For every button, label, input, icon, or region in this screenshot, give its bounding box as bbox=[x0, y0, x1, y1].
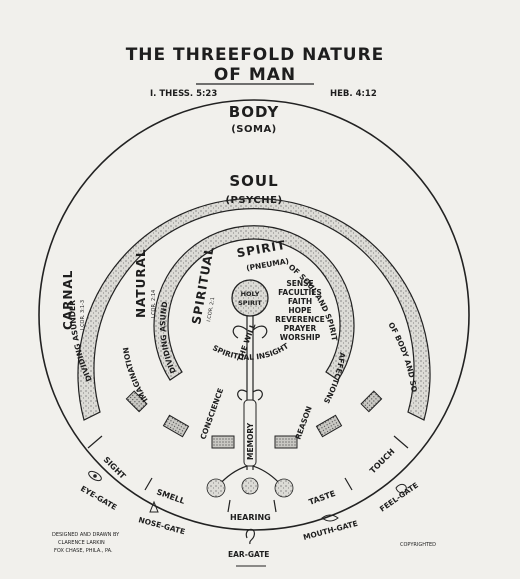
root-node-center bbox=[241, 477, 259, 495]
spiritual-ref: I.COR. 2:1 bbox=[206, 297, 216, 323]
soul-spirit-divider-band bbox=[153, 225, 355, 381]
holy-spirit-line-1: HOLY bbox=[241, 290, 260, 298]
stem-leaves-upper bbox=[232, 325, 268, 339]
title-line-1: THE THREEFOLD NATURE bbox=[126, 45, 385, 65]
gate-nose: NOSE-GATE bbox=[137, 515, 186, 536]
faculty-hope: HOPE bbox=[288, 306, 311, 315]
sense-taste: TASTE bbox=[308, 489, 337, 507]
sense-hearing: HEARING bbox=[230, 513, 271, 522]
outer-right-block bbox=[360, 390, 383, 413]
gate-ear: EAR-GATE bbox=[228, 550, 269, 559]
holy-spirit-line-2: SPIRIT bbox=[238, 299, 262, 307]
reason-label: REASON bbox=[293, 405, 313, 441]
nose-icon bbox=[149, 500, 159, 513]
faculty-faith: FAITH bbox=[288, 297, 312, 306]
memory-column bbox=[243, 399, 257, 467]
imagination-block bbox=[162, 414, 190, 438]
sense-smell: SMELL bbox=[155, 487, 186, 506]
faculty-prayer: PRAYER bbox=[284, 324, 317, 333]
root-node-right bbox=[274, 478, 294, 498]
holy-spirit-circle bbox=[231, 279, 269, 317]
ref-hebrews: HEB. 4:12 bbox=[330, 89, 377, 99]
gate-notches bbox=[87, 435, 409, 513]
faculty-worship: WORSHIP bbox=[280, 333, 321, 342]
memory-label: MEMORY bbox=[246, 422, 255, 460]
affections-block bbox=[315, 414, 343, 438]
faculty-faculties: FACULTIES bbox=[278, 288, 322, 297]
carnal-ref: I.COR. 3:1-3 bbox=[80, 300, 86, 330]
spiritual-insight: SPIRITUAL INSIGHT bbox=[211, 341, 291, 362]
spirit-sub-label: (PNEUMA) bbox=[246, 256, 290, 272]
conscience-block bbox=[211, 435, 235, 449]
body-circle bbox=[38, 99, 470, 531]
ref-thessalonians: I. THESS. 5:23 bbox=[150, 89, 217, 99]
outer-left-block bbox=[125, 390, 148, 413]
soul-label: SOUL bbox=[229, 172, 278, 190]
soul-sub-label: (PSYCHE) bbox=[225, 195, 282, 206]
natural-label: NATURAL bbox=[134, 248, 148, 318]
sense-touch: TOUCH bbox=[368, 447, 397, 476]
eye-icon bbox=[88, 470, 102, 482]
ear-icon bbox=[245, 528, 255, 545]
conscience-label: CONSCIENCE bbox=[198, 387, 225, 441]
mouth-icon bbox=[321, 514, 339, 522]
faculty-reverence: REVERENCE bbox=[275, 315, 325, 324]
gate-eye: EYE-GATE bbox=[79, 484, 119, 512]
body-soul-divider-band bbox=[77, 197, 431, 421]
carnal-label: CARNAL bbox=[61, 270, 75, 330]
natural-ref: I.COR. 2:14 bbox=[151, 290, 157, 318]
spiritual-insight-path: SPIRITUAL INSIGHT bbox=[211, 341, 291, 362]
faculty-sense: SENSE bbox=[286, 279, 313, 288]
title-line-2: OF MAN bbox=[214, 65, 296, 85]
hand-icon bbox=[395, 483, 407, 494]
stem-leaves-middle bbox=[237, 389, 263, 401]
sense-sight: SIGHT bbox=[102, 455, 128, 481]
reason-block bbox=[274, 435, 298, 449]
credit-line-1: DESIGNED AND DRAWN BY bbox=[52, 532, 120, 538]
root-node-left bbox=[206, 478, 226, 498]
body-sub-label: (SOMA) bbox=[231, 124, 277, 135]
body-label: BODY bbox=[229, 103, 280, 121]
credit-line-2: CLARENCE LARKIN bbox=[58, 540, 105, 546]
copyright-label: COPYRIGHTED bbox=[400, 542, 436, 548]
credit-line-3: FOX CHASE, PHILA., PA. bbox=[54, 548, 113, 554]
